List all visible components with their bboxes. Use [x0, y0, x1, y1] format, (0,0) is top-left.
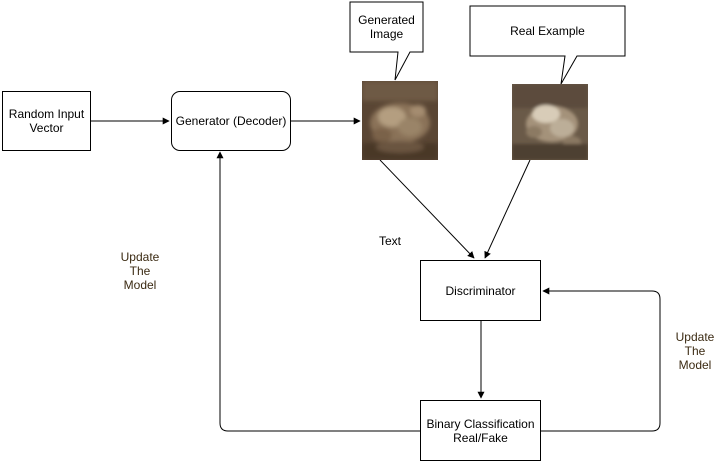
real-example-callout-label: Real Example — [510, 24, 585, 38]
real-example-thumbnail — [512, 84, 588, 160]
generated-callout-shape — [349, 1, 424, 81]
random-input-node: Random Input Vector — [2, 91, 91, 151]
classification-node: Binary Classification Real/Fake — [420, 400, 541, 461]
update-model-left-label: Update The Model — [120, 250, 160, 292]
classification-label: Binary Classification Real/Fake — [426, 416, 535, 445]
text-label: Text — [378, 234, 401, 248]
update-model-right-label: Update The Model — [675, 330, 715, 372]
discriminator-label: Discriminator — [445, 283, 516, 298]
random-input-label: Random Input Vector — [8, 107, 85, 135]
real-callout-shape — [469, 5, 626, 85]
arrow-feedback-to-discriminator — [541, 287, 661, 432]
generator-node: Generator (Decoder) — [171, 91, 291, 151]
generator-label: Generator (Decoder) — [175, 114, 287, 128]
generated-image-callout-label: Generated Image — [358, 13, 415, 41]
arrow-real-to-discriminator — [484, 159, 531, 259]
arrow-generated-to-discriminator — [379, 159, 475, 259]
discriminator-node: Discriminator — [420, 260, 541, 321]
generated-image-thumbnail — [362, 81, 438, 160]
arrow-feedback-to-generator — [216, 151, 420, 432]
